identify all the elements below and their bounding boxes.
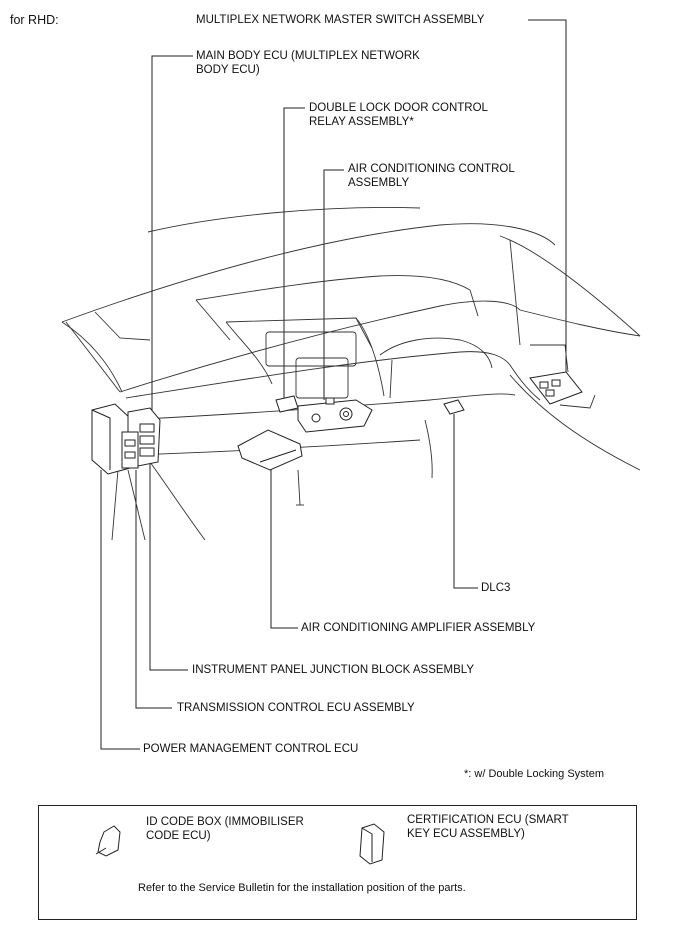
label-ac-control-line1: AIR CONDITIONING CONTROL [348, 163, 515, 175]
leader-ac-amplifier [270, 465, 298, 629]
footnote: *: w/ Double Locking System [464, 768, 605, 780]
certification-ecu-label-line1: CERTIFICATION ECU (SMART [407, 814, 569, 826]
id-code-box-label-line2: CODE ECU) [146, 830, 211, 842]
leader-main-body-ecu [151, 55, 193, 430]
leader-double-lock [283, 107, 305, 398]
label-ac-amplifier: AIR CONDITIONING AMPLIFIER ASSEMBLY [301, 622, 536, 634]
label-junction-block: INSTRUMENT PANEL JUNCTION BLOCK ASSEMBLY [192, 664, 475, 676]
label-transmission-ecu: TRANSMISSION CONTROL ECU ASSEMBLY [177, 702, 415, 714]
label-double-lock-line1: DOUBLE LOCK DOOR CONTROL [309, 102, 488, 114]
label-double-lock-line2: RELAY ASSEMBLY* [309, 116, 414, 128]
dashboard-outline [61, 207, 641, 541]
leader-multiplex-switch [528, 19, 567, 381]
label-power-mgmt-ecu: POWER MANAGEMENT CONTROL ECU [143, 743, 359, 755]
ac-control-part [297, 399, 373, 433]
id-code-box-label-line1: ID CODE BOX (IMMOBILISER [146, 816, 304, 828]
label-main-body-ecu-line1: MAIN BODY ECU (MULTIPLEX NETWORK [196, 50, 420, 62]
label-ac-control-line2: ASSEMBLY [348, 177, 410, 189]
leader-junction-block [149, 452, 188, 671]
components [91, 371, 583, 475]
id-code-box-icon [97, 825, 121, 857]
dlc3-part [443, 399, 465, 415]
service-bulletin-note: Refer to the Service Bulletin for the in… [138, 882, 466, 894]
label-dlc3: DLC3 [481, 582, 511, 594]
variant-label: for RHD: [10, 13, 59, 27]
label-multiplex-switch: MULTIPLEX NETWORK MASTER SWITCH ASSEMBLY [196, 14, 485, 26]
certification-ecu-label-line2: KEY ECU ASSEMBLY) [407, 828, 525, 840]
legend-box [38, 805, 637, 920]
label-main-body-ecu-line2: BODY ECU) [196, 64, 260, 76]
multiplex-switch-part [529, 371, 583, 405]
leader-ac-control [323, 169, 344, 400]
leader-dlc3 [453, 414, 478, 589]
leader-power-mgmt-ecu [100, 470, 140, 750]
ac-amplifier-part [237, 429, 303, 471]
transmission-ecu-part [121, 431, 139, 469]
leader-transmission-ecu [135, 470, 172, 709]
